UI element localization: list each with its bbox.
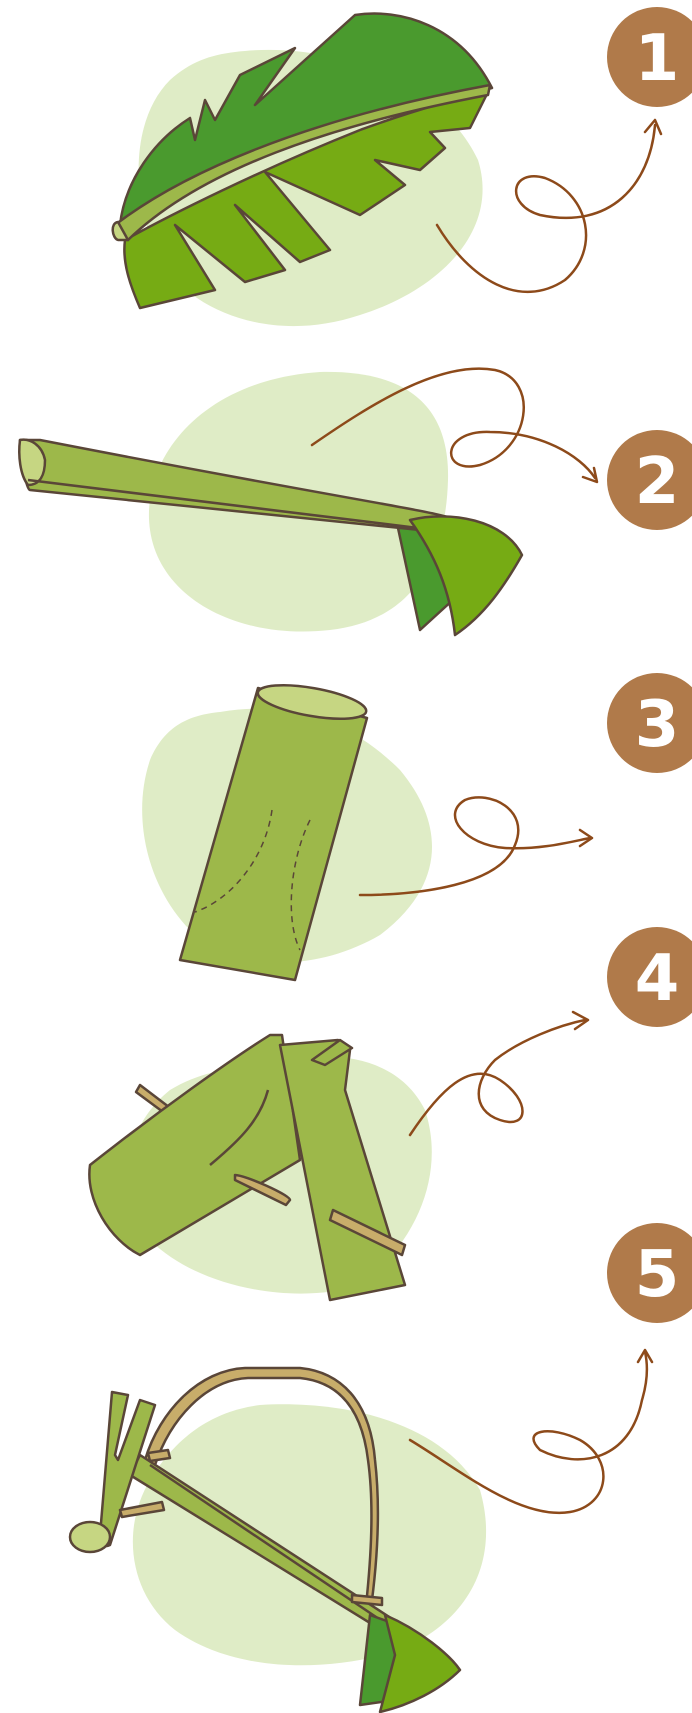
- step-1-arrowhead: [645, 120, 661, 134]
- step-3-number: 3: [635, 688, 680, 762]
- step-3: 3: [142, 673, 692, 980]
- step-2-number: 2: [635, 445, 680, 519]
- step-5: 5: [70, 1223, 692, 1712]
- step-2-badge: 2: [607, 430, 692, 530]
- step-4-badge: 4: [607, 927, 692, 1027]
- step-5-number: 5: [635, 1238, 680, 1312]
- step-4-number: 4: [635, 942, 680, 1016]
- step-5-background-blob: [133, 1404, 486, 1665]
- step-3-badge: 3: [607, 673, 692, 773]
- step-4-arrow: [410, 1020, 585, 1135]
- step-4: 4: [89, 927, 692, 1300]
- step-1-badge: 1: [607, 7, 692, 107]
- step-1-number: 1: [635, 22, 680, 96]
- step-5-badge: 5: [607, 1223, 692, 1323]
- step-1: 1: [113, 7, 692, 326]
- step-2: 2: [19, 369, 692, 635]
